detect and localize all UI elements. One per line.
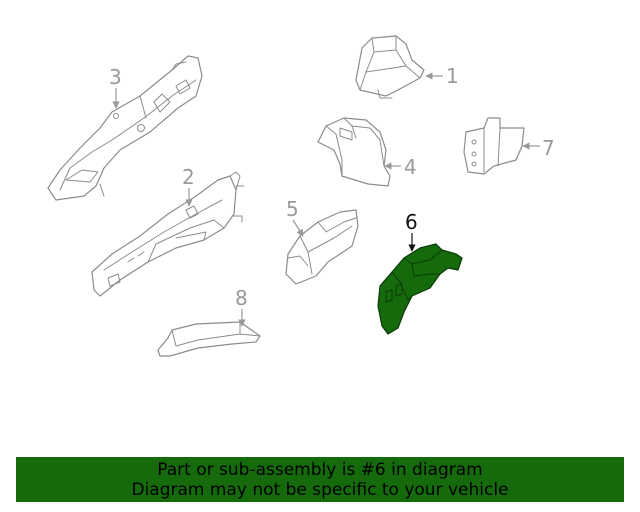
part-7[interactable]: [463, 117, 525, 175]
callout-5[interactable]: 5: [286, 197, 299, 221]
part-8[interactable]: [157, 321, 261, 357]
banner-line-2: Diagram may not be specific to your vehi…: [131, 480, 509, 500]
part-6-highlighted[interactable]: [377, 243, 463, 335]
part-info-banner: Part or sub-assembly is #6 in diagram Di…: [16, 457, 624, 502]
callout-7[interactable]: 7: [542, 136, 555, 160]
banner-line-1: Part or sub-assembly is #6 in diagram: [157, 460, 483, 480]
callout-2[interactable]: 2: [182, 165, 195, 189]
callout-8[interactable]: 8: [235, 286, 248, 310]
part-3[interactable]: [47, 55, 203, 201]
callout-3[interactable]: 3: [109, 65, 122, 89]
callout-1[interactable]: 1: [446, 64, 459, 88]
part-4[interactable]: [317, 117, 391, 187]
callout-4[interactable]: 4: [404, 155, 417, 179]
part-5[interactable]: [285, 209, 359, 285]
callout-6[interactable]: 6: [405, 210, 418, 234]
leader-5: [292, 219, 304, 237]
part-1[interactable]: [355, 35, 425, 99]
part-2[interactable]: [91, 171, 245, 297]
